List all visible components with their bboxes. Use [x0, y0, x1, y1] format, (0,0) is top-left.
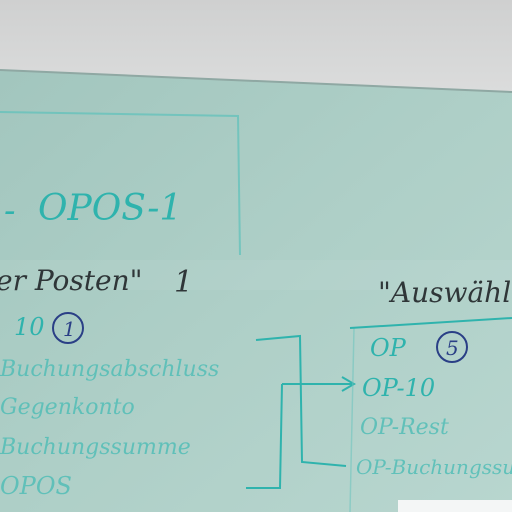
right-circle: [436, 331, 468, 363]
right-list-item-3: OP-Rest: [360, 415, 449, 440]
right-list-item-2: OP-10: [362, 374, 435, 402]
left-list-item-3: Gegenkonto: [0, 395, 135, 420]
whiteboard-top-edge: [0, 69, 512, 93]
right-list-item-1: OP: [370, 334, 407, 362]
left-heading: er Posten": [0, 264, 143, 297]
left-heading-number: 1: [174, 265, 193, 300]
arrow-head: [341, 376, 356, 392]
faint-line: [349, 327, 355, 512]
right-list-item-4: OP-Buchungssumme: [356, 455, 512, 479]
brace-connector: [255, 334, 347, 467]
bracket-connector: [246, 383, 283, 489]
faded-box-outline: [0, 111, 241, 256]
left-list-item-2: Buchungsabschluss: [0, 357, 219, 382]
right-circle-number: 5: [446, 336, 459, 360]
right-underline: [349, 317, 512, 329]
box-text: OPOS-1: [38, 188, 182, 229]
glare: [0, 260, 512, 290]
box-text-prefix: -: [4, 191, 16, 231]
paper-sheet: [398, 500, 512, 512]
left-list-item-5: OPOS: [0, 472, 72, 500]
whiteboard: [0, 70, 512, 512]
right-heading: "Auswählen: [378, 276, 512, 309]
left-circle: [52, 312, 84, 344]
left-circle-number: 1: [63, 317, 76, 341]
left-list-item-1: 10: [14, 313, 45, 341]
left-list-item-4: Buchungssumme: [0, 435, 191, 460]
